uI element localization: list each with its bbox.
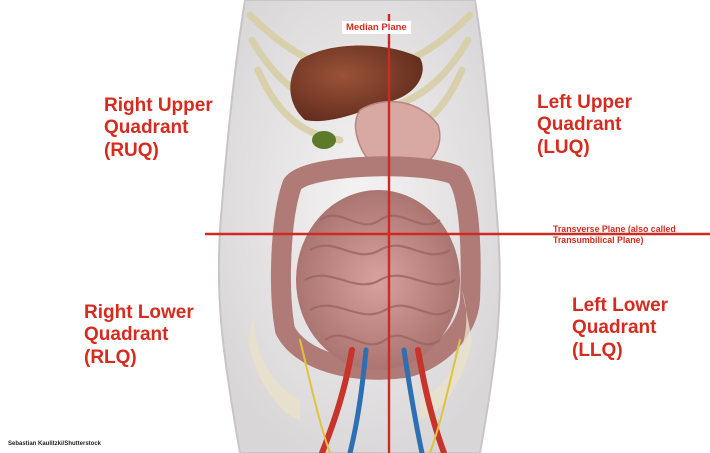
rlq-label: Right Lower Quadrant (RLQ)	[84, 302, 194, 369]
transverse-plane-label: Transverse Plane (also called Transumbil…	[553, 224, 676, 246]
median-plane-label: Median Plane	[342, 21, 411, 34]
gallbladder	[312, 131, 336, 149]
llq-label: Left Lower Quadrant (LLQ)	[572, 295, 668, 362]
luq-label: Left Upper Quadrant (LUQ)	[537, 92, 632, 159]
photo-credit: Sebastian Kaulitzki/Shutterstock	[8, 441, 101, 447]
ruq-label: Right Upper Quadrant (RUQ)	[104, 95, 213, 162]
